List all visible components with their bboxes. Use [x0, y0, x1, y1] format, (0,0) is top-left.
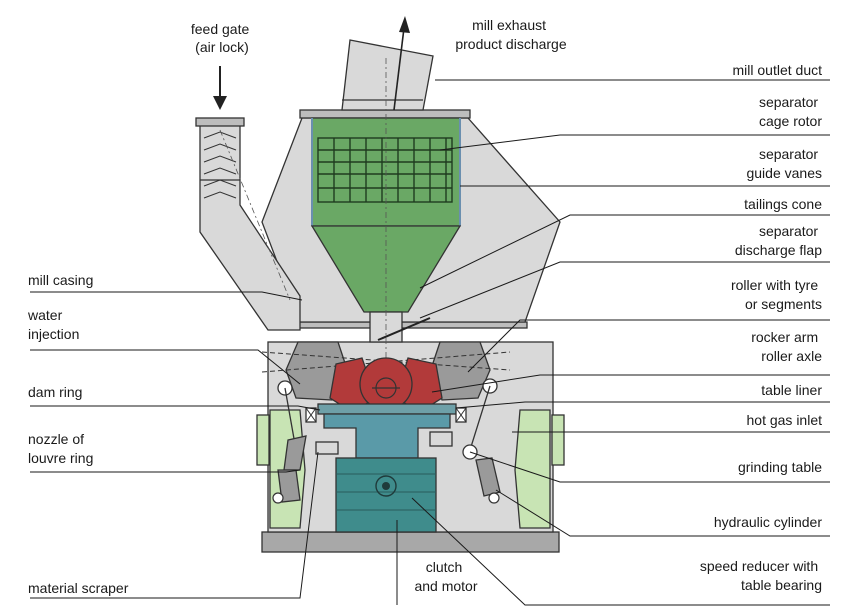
label-material-scraper: material scraper	[28, 580, 129, 596]
feed-chute-body	[199, 121, 301, 331]
discharge-flap	[377, 317, 431, 341]
mill-outlet-duct	[341, 39, 434, 111]
label-hot-gas-inlet: hot gas inlet	[747, 412, 823, 428]
hydraulic-cylinder-right	[462, 385, 501, 504]
scraper-left	[315, 441, 339, 455]
hot-gas-flange-left	[256, 414, 270, 466]
feed-arrow-head	[213, 96, 227, 110]
scraper-right	[429, 431, 453, 447]
label-dam-ring: dam ring	[28, 384, 82, 400]
cage-grid	[317, 137, 453, 203]
label-mill-outlet-duct: mill outlet duct	[733, 62, 823, 78]
feed-gate-top	[195, 117, 245, 127]
label-separator-discharge-flap: separator discharge flap	[735, 223, 822, 258]
label-clutch-motor: clutch and motor	[414, 559, 477, 594]
table-liner	[317, 403, 457, 415]
louvre-ring-right	[514, 409, 551, 529]
label-water-injection: water injection	[27, 307, 79, 342]
label-feed-gate: feed gate (air lock)	[191, 21, 253, 55]
label-grinding-table: grinding table	[738, 459, 822, 475]
roller-center	[359, 357, 413, 411]
label-speed-reducer: speed reducer with table bearing	[700, 558, 822, 593]
hot-gas-flange-right	[551, 414, 565, 466]
label-table-liner: table liner	[761, 382, 822, 398]
label-separator-guide-vanes: separator guide vanes	[746, 146, 822, 181]
label-mill-exhaust: mill exhaust product discharge	[455, 17, 567, 52]
top-cover	[299, 109, 471, 119]
mill-drawing	[195, 16, 565, 553]
label-mill-casing: mill casing	[28, 272, 93, 288]
label-nozzle-louvre: nozzle of louvre ring	[28, 431, 93, 466]
hydraulic-cylinder-left	[272, 387, 307, 504]
label-roller-with-tyre: roller with tyre or segments	[731, 277, 822, 312]
leader-lines	[30, 79, 830, 606]
label-tailings-cone: tailings cone	[744, 196, 822, 212]
exhaust-arrow-head	[399, 16, 410, 33]
speed-reducer	[335, 457, 437, 533]
labels: feed gate (air lock) mill exhaust produc…	[27, 17, 822, 596]
label-hydraulic-cylinder: hydraulic cylinder	[714, 514, 822, 530]
label-rocker-arm: rocker arm roller axle	[751, 329, 822, 364]
label-separator-cage-rotor: separator cage rotor	[759, 94, 822, 129]
